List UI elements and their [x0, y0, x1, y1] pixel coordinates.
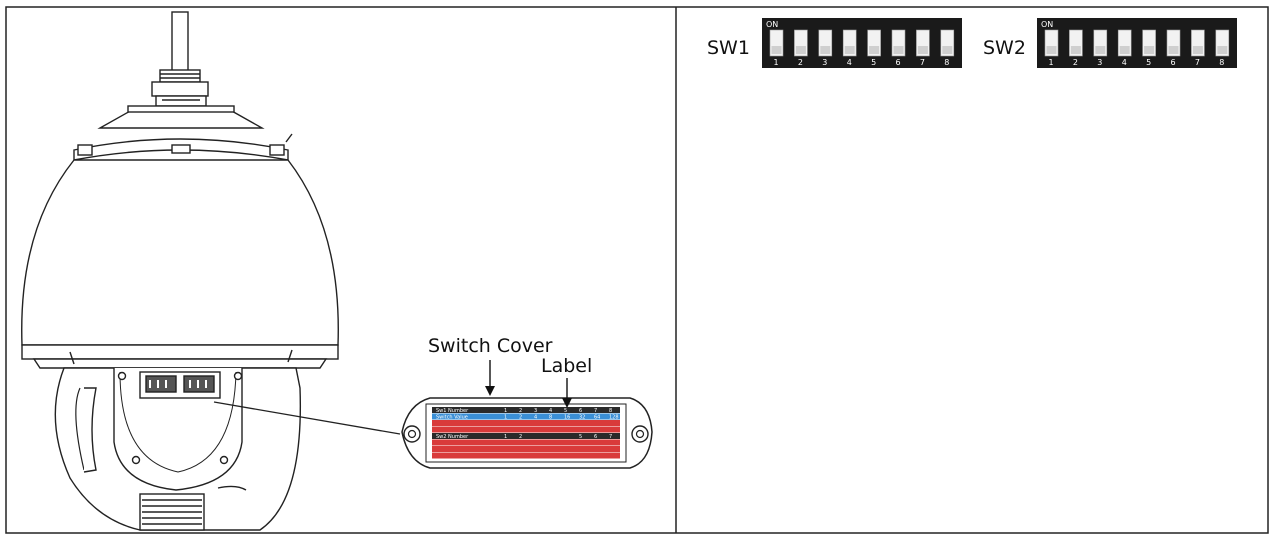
dip-number-5: 5: [1146, 58, 1151, 67]
label-cell: 3: [534, 408, 537, 414]
outer-border: [5, 6, 1269, 534]
dip-number-8: 8: [1219, 58, 1224, 67]
dip-knob-5: [1144, 46, 1155, 54]
sw2-dip-switch: ON 1 2 3 4 5 6 7 8: [1037, 18, 1237, 68]
label-cell: 6: [579, 408, 582, 414]
dip-on-label: ON: [1041, 20, 1053, 29]
label-cell: 6: [594, 434, 597, 440]
dip-body: [1037, 18, 1237, 68]
dip-knob-5: [869, 46, 880, 54]
sw1-dip-switch: ON 1 2 3 4 5 6 7 8: [762, 18, 962, 68]
switch-cover-callout: Switch Cover: [428, 335, 553, 357]
switch-cover-arrowhead: [485, 386, 495, 396]
label-callout: Label: [541, 355, 592, 377]
dip-number-1: 1: [774, 58, 779, 67]
leader-line: [213, 401, 401, 435]
dip-number-2: 2: [1073, 58, 1078, 67]
sw2-title: SW2: [983, 37, 1026, 59]
label-row-0: [432, 407, 620, 413]
label-cell: Sw1 Number: [436, 408, 469, 414]
label-cell: 2: [519, 434, 522, 440]
label-row-4: [432, 433, 620, 439]
label-row-1: [432, 413, 620, 420]
label-cell: 128: [609, 415, 619, 421]
dip-number-4: 4: [847, 58, 852, 67]
label-cell: 2: [519, 408, 522, 414]
dip-knob-6: [893, 46, 904, 54]
dip-knob-7: [1192, 46, 1203, 54]
dip-knob-2: [1070, 46, 1081, 54]
dip-knob-2: [795, 46, 806, 54]
dip-knob-4: [844, 46, 855, 54]
label-cell: 7: [609, 434, 612, 440]
dip-knob-8: [1217, 46, 1228, 54]
dip-knob-6: [1168, 46, 1179, 54]
label-cell: 8: [609, 408, 612, 414]
label-cell: 1: [504, 415, 507, 421]
dip-number-6: 6: [896, 58, 901, 67]
dip-number-4: 4: [1122, 58, 1127, 67]
dip-knob-1: [771, 46, 782, 54]
label-row-2: [432, 420, 620, 426]
dip-number-6: 6: [1171, 58, 1176, 67]
label-cell: 4: [534, 415, 537, 421]
label-cell: 5: [579, 434, 582, 440]
label-cell: 5: [564, 408, 567, 414]
label-cell: 64: [594, 415, 600, 421]
label-cell: 32: [579, 415, 585, 421]
label-cell: 2: [519, 415, 522, 421]
dip-number-2: 2: [798, 58, 803, 67]
sw1-title: SW1: [707, 37, 750, 59]
dip-number-7: 7: [920, 58, 925, 67]
dip-body: [762, 18, 962, 68]
dip-knob-4: [1119, 46, 1130, 54]
label-row-7: [432, 452, 620, 459]
dip-number-7: 7: [1195, 58, 1200, 67]
dip-knob-3: [1095, 46, 1106, 54]
label-cell: 8: [549, 415, 552, 421]
label-cell: 4: [549, 408, 552, 414]
dip-knob-8: [942, 46, 953, 54]
label-row-5: [432, 439, 620, 446]
dip-number-8: 8: [944, 58, 949, 67]
label-cell: 1: [504, 408, 507, 414]
dip-number-5: 5: [871, 58, 876, 67]
dip-knob-1: [1046, 46, 1057, 54]
label-cell: 1: [504, 434, 507, 440]
label-cell: Switch Value: [436, 415, 468, 421]
dip-number-3: 3: [1097, 58, 1102, 67]
label-cell: 7: [594, 408, 597, 414]
dome-camera-illustration: [21, 11, 339, 531]
dip-number-1: 1: [1049, 58, 1054, 67]
dip-knob-3: [820, 46, 831, 54]
dip-knob-7: [917, 46, 928, 54]
label-cell: Sw2 Number: [436, 434, 469, 440]
dip-number-3: 3: [822, 58, 827, 67]
label-arrowhead: [562, 398, 572, 408]
label-row-6: [432, 446, 620, 452]
label-row-3: [432, 426, 620, 433]
dip-on-label: ON: [766, 20, 778, 29]
label-cell: 16: [564, 415, 570, 421]
